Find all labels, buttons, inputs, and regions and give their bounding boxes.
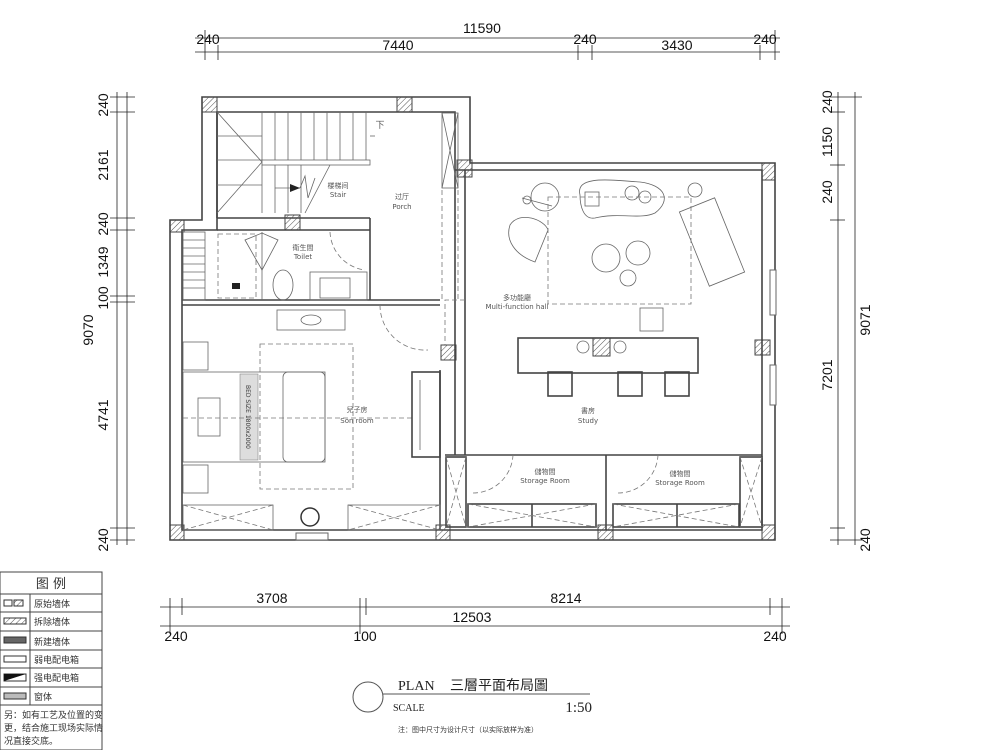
dim-label: 240 [95, 528, 111, 552]
dim-label: 2161 [95, 149, 111, 180]
dim-label: 4741 [95, 399, 111, 430]
room-label-storage-en: Storage Room [520, 477, 570, 485]
dim-label: 8214 [550, 590, 581, 606]
toilet-fixtures [182, 231, 368, 301]
legend-item: 窗体 [34, 691, 52, 703]
down-mark: 下 [375, 121, 384, 131]
dim-label: 1349 [95, 246, 111, 277]
bottom-dimensions: 3708 8214 12503 240 100 240 [160, 590, 790, 644]
dim-label: 3430 [661, 37, 692, 53]
dim-label: 100 [95, 286, 111, 310]
bed-size-label: BED SIZE 1800x2000 [244, 385, 251, 449]
legend-item: 拆除墙体 [34, 616, 70, 628]
legend-note: 更，结合施工现场实际情 [4, 722, 103, 734]
room-label-study-en: Study [578, 417, 598, 425]
room-label-porch: 过厅 [395, 192, 409, 201]
hall-furniture [444, 179, 746, 397]
plan-title: 三層平面布局圖 [450, 678, 548, 694]
legend-item: 新建墙体 [34, 636, 70, 648]
dim-label: 240 [819, 180, 835, 204]
dim-label: 240 [819, 90, 835, 114]
legend-item: 弱电配电箱 [34, 654, 79, 666]
dim-label: 240 [573, 31, 597, 47]
room-label-son-en: Son room [340, 417, 374, 425]
dim-right-total: 9071 [857, 304, 873, 335]
legend-item: 原始墙体 [34, 598, 70, 610]
room-label-storage-2: 儲物間 [670, 469, 691, 478]
dimension-note: 注：图中尺寸为设计尺寸（以实际放样为准） [398, 725, 538, 734]
room-label-stair: 楼梯间 [328, 181, 349, 190]
room-label-toilet-en: Toilet [293, 253, 313, 261]
dim-label: 240 [753, 31, 777, 47]
dim-label: 1150 [819, 127, 835, 157]
legend: 图 例 原始墙体 拆除墙体 新建墙体 弱电配电箱 强电配电箱 窗体 另：如有工艺… [0, 571, 103, 750]
dim-label: 240 [164, 628, 188, 644]
storage-cabinets [445, 454, 763, 528]
dim-label: 7440 [382, 37, 413, 53]
son-room-furniture: BED SIZE 1800x2000 [182, 304, 441, 531]
dim-left-total: 9070 [80, 314, 96, 345]
left-dimensions: 9070 240 2161 240 1349 100 4741 240 [80, 92, 135, 552]
room-label-porch-en: Porch [392, 203, 411, 211]
dim-label: 3708 [256, 590, 287, 606]
dim-top-total: 11590 [463, 20, 501, 36]
room-label-toilet: 衛生間 [293, 243, 314, 252]
dim-label: 100 [353, 628, 377, 644]
room-label-storage-2-en: Storage Room [655, 479, 705, 487]
room-label-study: 書房 [581, 406, 595, 415]
room-label-hall: 多功能廳 [503, 293, 531, 302]
room-label-son: 兒子房 [347, 405, 368, 414]
staircase: 下 [216, 111, 385, 214]
dim-label: 7201 [819, 359, 835, 390]
title-block: PLAN 三層平面布局圖 SCALE 1:50 注：图中尺寸为设计尺寸（以实际放… [352, 678, 592, 734]
dim-label: 240 [857, 528, 873, 552]
dim-bottom-total: 12503 [453, 609, 492, 625]
walls [169, 96, 777, 541]
right-dimensions: 9071 240 1150 240 7201 240 [819, 90, 873, 552]
dim-label: 240 [196, 31, 220, 47]
room-label-stair-en: Stair [330, 191, 346, 199]
room-label-hall-en: Multi-function hall [485, 303, 548, 311]
legend-note: 况直接交底。 [4, 735, 58, 747]
plan-label: PLAN [398, 679, 435, 694]
dim-label: 240 [95, 212, 111, 236]
scale-value: 1:50 [565, 700, 592, 716]
legend-title: 图 例 [36, 577, 66, 592]
legend-note: 另：如有工艺及位置的变 [4, 709, 103, 721]
top-dimensions: 11590 240 7440 240 3430 240 [195, 20, 780, 60]
room-label-storage: 儲物間 [535, 467, 556, 476]
dim-label: 240 [95, 93, 111, 117]
scale-label: SCALE [393, 703, 425, 714]
dim-label: 240 [763, 628, 787, 644]
legend-item: 强电配电箱 [34, 672, 79, 684]
